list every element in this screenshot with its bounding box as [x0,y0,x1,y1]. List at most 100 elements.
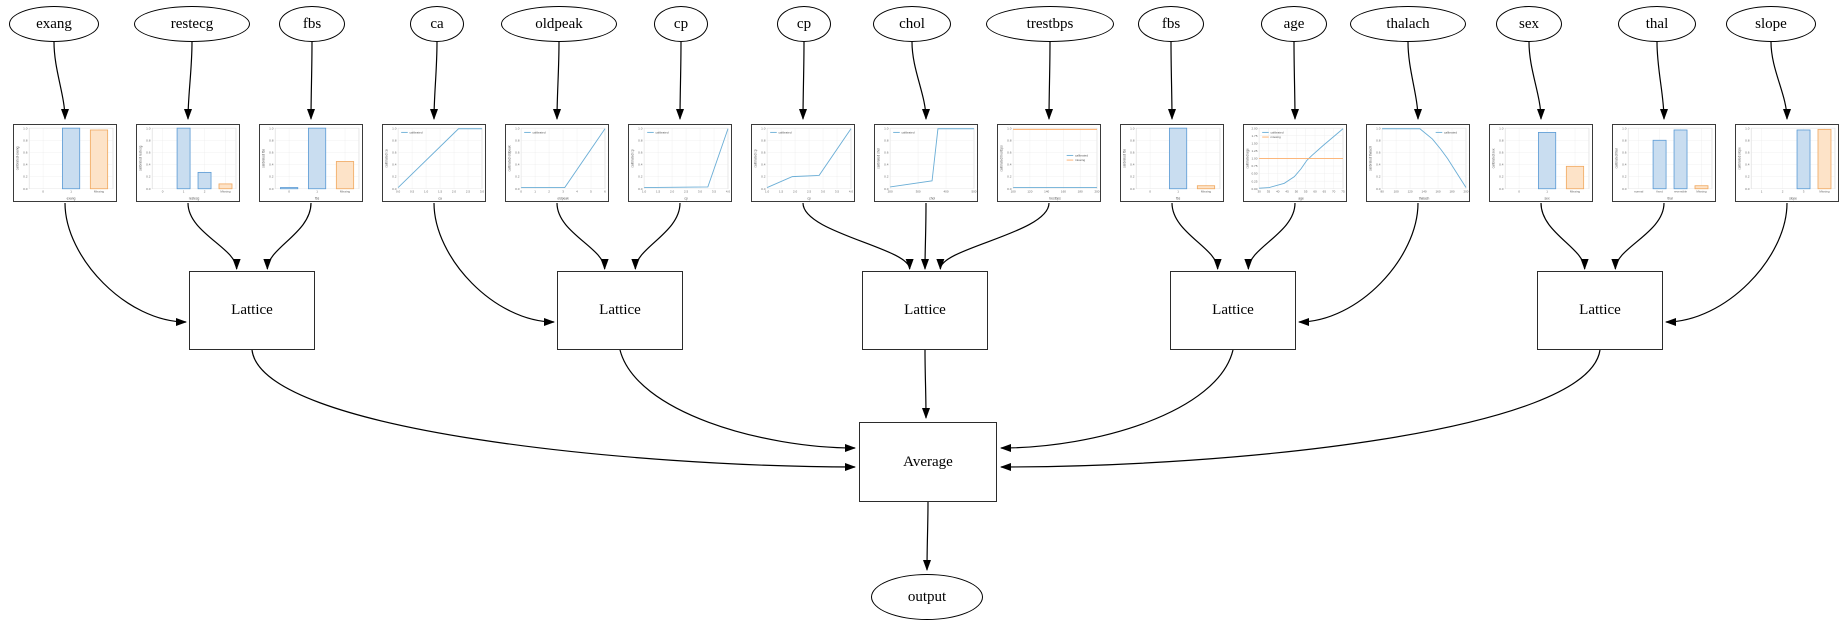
calibration-line-calibrated [1382,128,1467,188]
y-tick-label: 0.4 [1745,163,1750,167]
average-box: Average [859,422,997,502]
feature-node-trestbps-8: trestbps [986,6,1114,42]
lattice-label: Lattice [231,302,273,318]
feature-node-thal-13: thal [1618,6,1696,42]
lattice-label: Lattice [1579,302,1621,318]
y-tick-label: 0.25 [1251,179,1257,183]
y-tick-label: 1.0 [1622,126,1627,130]
calibration-bar [335,161,355,190]
x-tick-label: 2.0 [793,189,798,193]
x-tick-label: 2 [204,189,206,193]
x-tick-label: 4.0 [849,189,854,193]
x-tick-label: 40 [1276,189,1280,193]
y-tick-label: 0.6 [146,151,151,155]
feature-node-exang-0: exang [8,6,100,42]
x-tick-label: 0 [520,189,522,193]
y-tick-label: 1.0 [1007,126,1012,130]
calibration-bar [1565,165,1585,190]
feature-label: ca [430,15,444,32]
y-tick-label: 0.2 [1007,175,1012,179]
edge-feature-to-calibrator [1528,41,1545,120]
calibration-bar [1796,129,1811,190]
y-tick-label: 0.4 [1007,163,1012,167]
x-tick-label: 3 [1803,189,1805,193]
x-tick-label: reversible [1674,189,1687,193]
x-axis-label: restecg [189,197,200,201]
legend-label: calibrated [1270,131,1283,135]
y-tick-label: 0.4 [23,163,28,167]
legend-label: missing [1075,158,1086,162]
feature-label: fbs [1161,15,1181,32]
y-tick-label: 1.0 [146,126,151,130]
y-tick-label: 0.8 [1130,138,1135,142]
output-label: output [907,588,947,605]
x-tick-label: 0.5 [410,189,415,193]
y-tick-label: 0.4 [1622,163,1627,167]
y-tick-label: 0.4 [146,163,151,167]
y-tick-label: 0.8 [515,138,520,142]
edge-calibrator-to-lattice [631,202,681,270]
y-tick-label: 1.0 [1499,126,1504,130]
y-tick-label: 0.0 [1007,187,1012,191]
feature-node-restecg-1: restecg [134,6,250,42]
x-tick-label: 1.5 [656,189,661,193]
feature-node-fbs-2: fbs [279,6,345,42]
calibration-line-calibrated [397,128,482,188]
edge-lattice-to-average [1000,349,1601,471]
y-axis-label: calibrated slope [1738,147,1742,170]
lattice-box-2: Lattice [862,271,988,350]
lattice-label: Lattice [1212,302,1254,318]
y-tick-label: 1.0 [1130,126,1135,130]
x-tick-label: Missing [340,189,351,193]
x-tick-label: 4 [576,189,578,193]
x-tick-label: 1 [70,189,72,193]
calibration-bar [1168,127,1188,190]
edge-feature-to-calibrator [1407,41,1422,120]
edge-calibrator-to-lattice [936,202,1050,270]
y-axis-label: calibrated restecg [139,146,143,172]
y-tick-label: 1.0 [1376,126,1381,130]
x-tick-label: 200 [1463,189,1468,193]
y-axis-label: calibrated age [1246,148,1250,168]
feature-node-fbs-9: fbs [1138,6,1204,42]
x-tick-label: 1 [1177,189,1179,193]
calibration-bar [89,129,109,190]
edge-feature-to-calibrator [799,41,808,120]
edge-calibrator-to-lattice [64,202,187,326]
y-tick-label: 0.6 [1376,151,1381,155]
x-tick-label: 160 [1436,189,1441,193]
y-axis-label: calibrated chol [877,148,881,169]
edge-average-to-output [923,501,932,571]
x-tick-label: 140 [1422,189,1427,193]
edge-calibrator-to-lattice [187,202,241,270]
y-tick-label: 1.25 [1251,149,1257,153]
x-tick-label: 2.0 [452,189,457,193]
edge-calibrator-to-lattice [1171,202,1222,270]
x-tick-label: 3.0 [821,189,826,193]
y-tick-label: 0.8 [392,138,397,142]
y-tick-label: 0.4 [1376,163,1381,167]
edge-lattice-to-average [921,349,930,419]
y-tick-label: 1.00 [1251,157,1257,161]
feature-node-chol-7: chol [873,6,951,42]
y-tick-label: 2.00 [1251,126,1257,130]
x-axis-label: slope [1789,197,1797,201]
y-tick-label: 0.4 [638,163,643,167]
calibration-line-calibrated [644,128,729,188]
x-tick-label: 2.5 [684,189,689,193]
y-axis-label: calibrated cp [631,149,635,167]
calibration-bar [1537,131,1557,190]
